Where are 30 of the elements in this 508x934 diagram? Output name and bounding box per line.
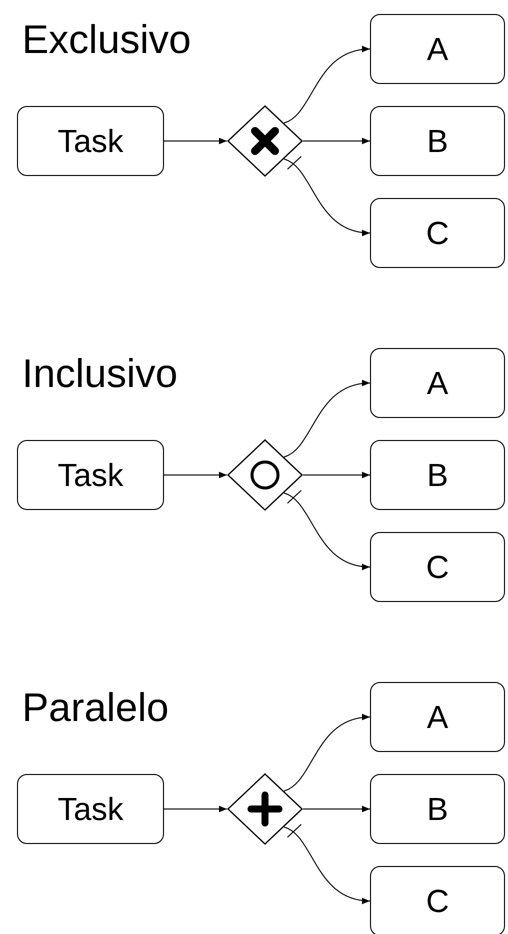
gateway-diamond — [227, 105, 303, 177]
arrow — [284, 826, 370, 904]
activity-box: B — [370, 774, 505, 844]
arrow — [284, 492, 370, 570]
activity-box: B — [370, 440, 505, 510]
gateway-diamond — [227, 439, 303, 511]
activity-box: C — [370, 532, 505, 602]
arrow — [284, 380, 370, 458]
arrow — [164, 138, 228, 144]
arrow — [302, 472, 370, 478]
arrow — [164, 472, 228, 478]
activity-box: C — [370, 866, 505, 934]
task-box: Task — [17, 106, 164, 176]
activity-box: B — [370, 106, 505, 176]
activity-box: C — [370, 198, 505, 268]
arrow — [284, 46, 370, 124]
gateway-diamond — [227, 773, 303, 845]
task-box: Task — [17, 774, 164, 844]
arrow — [302, 806, 370, 812]
section-heading: Exclusivo — [22, 20, 191, 60]
arrow — [302, 138, 370, 144]
section-heading: Paralelo — [22, 688, 169, 728]
activity-box: A — [370, 14, 505, 84]
task-box: Task — [17, 440, 164, 510]
section-heading: Inclusivo — [22, 354, 178, 394]
activity-box: A — [370, 348, 505, 418]
activity-box: A — [370, 682, 505, 752]
arrow — [164, 806, 228, 812]
arrow — [284, 714, 370, 792]
arrow — [284, 158, 370, 236]
